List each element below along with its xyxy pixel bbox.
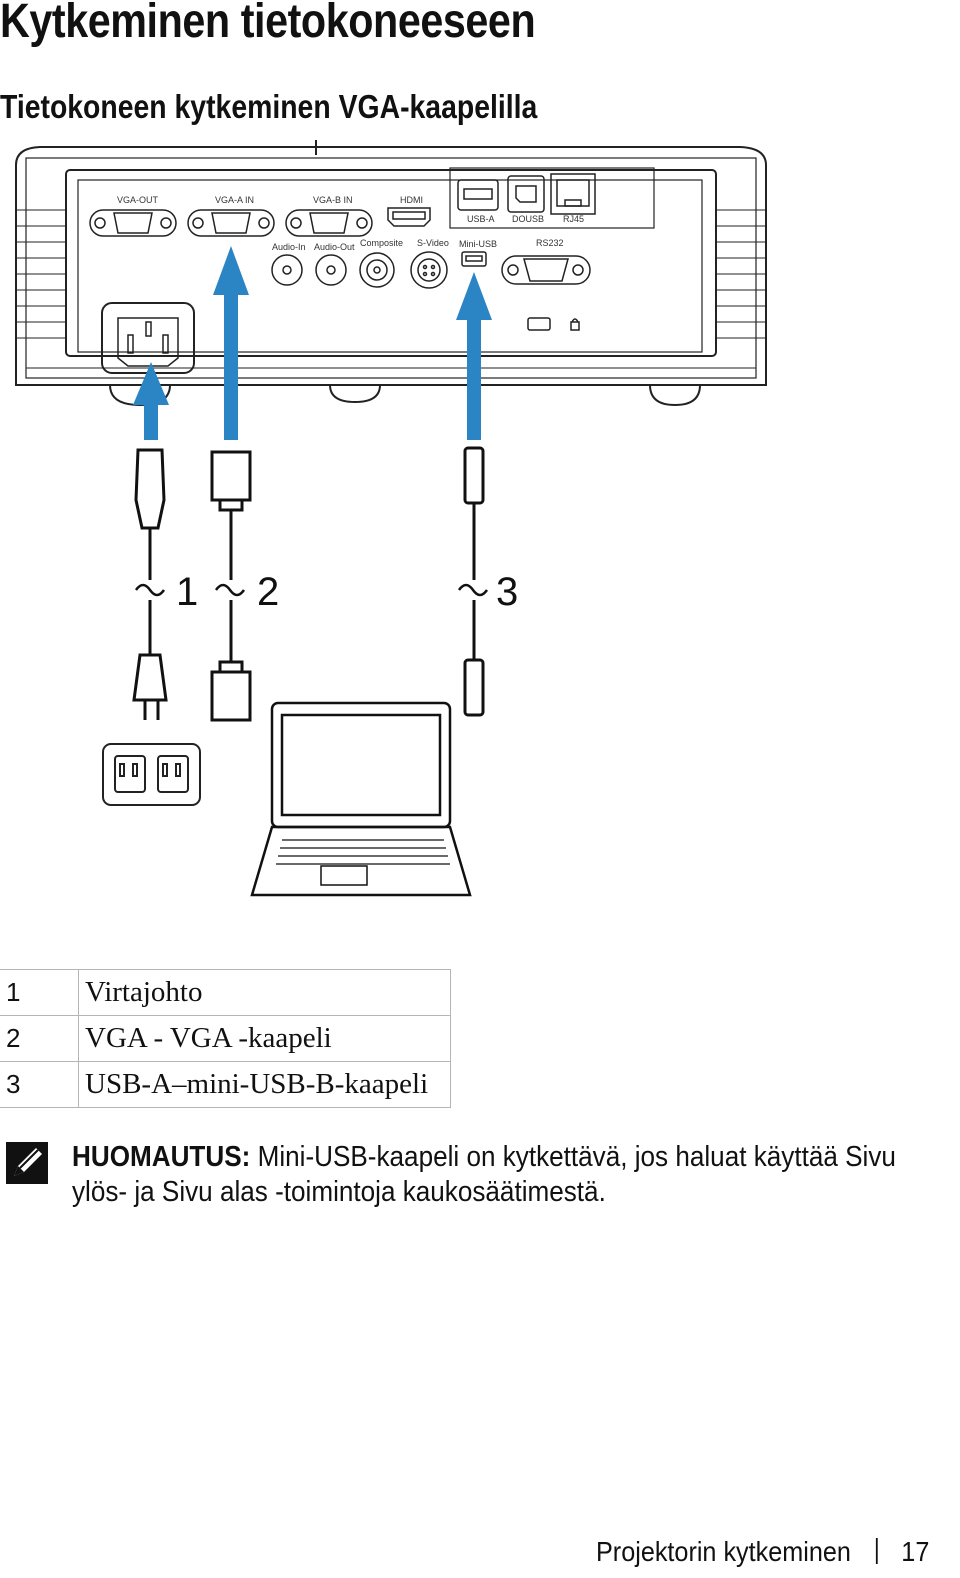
page-title: Kytkeminen tietokoneeseen bbox=[0, 0, 536, 48]
port-label-usb-a: USB-A bbox=[467, 214, 495, 224]
section-heading: Tietokoneen kytkeminen VGA-kaapelilla bbox=[0, 88, 538, 125]
cable-number-2: 2 bbox=[257, 570, 279, 614]
table-row: 1 Virtajohto bbox=[0, 969, 451, 1016]
arrow-3-shaft bbox=[467, 320, 481, 440]
note-body: Mini-USB-kaapeli on kytkettävä, jos halu… bbox=[72, 1141, 896, 1208]
note-pencil-icon bbox=[6, 1142, 48, 1184]
vga-a-in-port bbox=[187, 209, 275, 237]
port-label-audio-in: Audio-In bbox=[272, 242, 306, 252]
port-label-vga-b-in: VGA-B IN bbox=[313, 195, 353, 205]
laptop bbox=[250, 701, 472, 897]
arrow-2-head bbox=[213, 246, 249, 295]
port-label-vga-a-in: VGA-A IN bbox=[215, 195, 254, 205]
page-footer: Projektorin kytkeminen 17 bbox=[596, 1536, 929, 1568]
rj45-port bbox=[550, 173, 596, 215]
note-label: HUOMAUTUS: bbox=[72, 1141, 251, 1173]
mini-usb-port bbox=[461, 251, 487, 267]
audio-out-port bbox=[315, 254, 347, 286]
legend-text: VGA - VGA -kaapeli bbox=[78, 1015, 451, 1062]
footer-page-number: 17 bbox=[901, 1536, 930, 1567]
legend-text: Virtajohto bbox=[78, 969, 451, 1016]
legend-number: 3 bbox=[0, 1061, 79, 1108]
rs232-port bbox=[501, 255, 591, 285]
port-label-hdmi: HDMI bbox=[400, 195, 423, 205]
port-label-vga-out: VGA-OUT bbox=[117, 195, 159, 205]
cable-legend-table: 1 Virtajohto 2 VGA - VGA -kaapeli 3 USB-… bbox=[0, 969, 451, 1108]
projector-rear-panel bbox=[15, 140, 767, 407]
cable-number-1: 1 bbox=[176, 570, 198, 614]
hdmi-port bbox=[387, 207, 431, 227]
cable-number-3: 3 bbox=[496, 570, 518, 614]
footer-separator bbox=[876, 1538, 878, 1564]
dousb-port bbox=[507, 175, 545, 213]
composite-port bbox=[359, 252, 395, 288]
connection-diagram: VGA-OUT VGA-A IN VGA-B IN HDMI USB-A DOU… bbox=[15, 140, 767, 897]
arrow-3-head bbox=[456, 272, 492, 320]
lock-slot bbox=[527, 317, 580, 331]
vga-out-port bbox=[89, 209, 177, 237]
power-inlet bbox=[101, 302, 195, 374]
port-label-composite: Composite bbox=[360, 238, 403, 248]
usb-cable bbox=[457, 446, 489, 717]
footer-section: Projektorin kytkeminen bbox=[596, 1536, 851, 1567]
usb-a-port bbox=[457, 179, 499, 211]
vga-cable bbox=[210, 450, 252, 722]
legend-number: 2 bbox=[0, 1015, 79, 1062]
power-cable bbox=[132, 448, 168, 720]
port-label-s-video: S-Video bbox=[417, 238, 449, 248]
arrows bbox=[133, 246, 492, 440]
port-label-mini-usb: Mini-USB bbox=[459, 239, 497, 249]
table-row: 2 VGA - VGA -kaapeli bbox=[0, 1015, 451, 1062]
arrow-1-shaft bbox=[144, 405, 158, 440]
arrow-1-head bbox=[133, 362, 169, 405]
port-label-dousb: DOUSB bbox=[512, 214, 544, 224]
note-text: HUOMAUTUS: Mini-USB-kaapeli on kytkettäv… bbox=[72, 1140, 923, 1210]
table-row: 3 USB-A–mini-USB-B-kaapeli bbox=[0, 1061, 451, 1108]
port-label-rj45: RJ45 bbox=[563, 214, 584, 224]
s-video-port bbox=[410, 251, 448, 289]
wall-outlet bbox=[102, 743, 201, 806]
legend-text: USB-A–mini-USB-B-kaapeli bbox=[78, 1061, 451, 1108]
vga-b-in-port bbox=[285, 209, 373, 237]
port-label-rs232: RS232 bbox=[536, 238, 564, 248]
arrow-2-shaft bbox=[224, 295, 238, 440]
audio-in-port bbox=[271, 254, 303, 286]
legend-number: 1 bbox=[0, 969, 79, 1016]
port-label-audio-out: Audio-Out bbox=[314, 242, 355, 252]
